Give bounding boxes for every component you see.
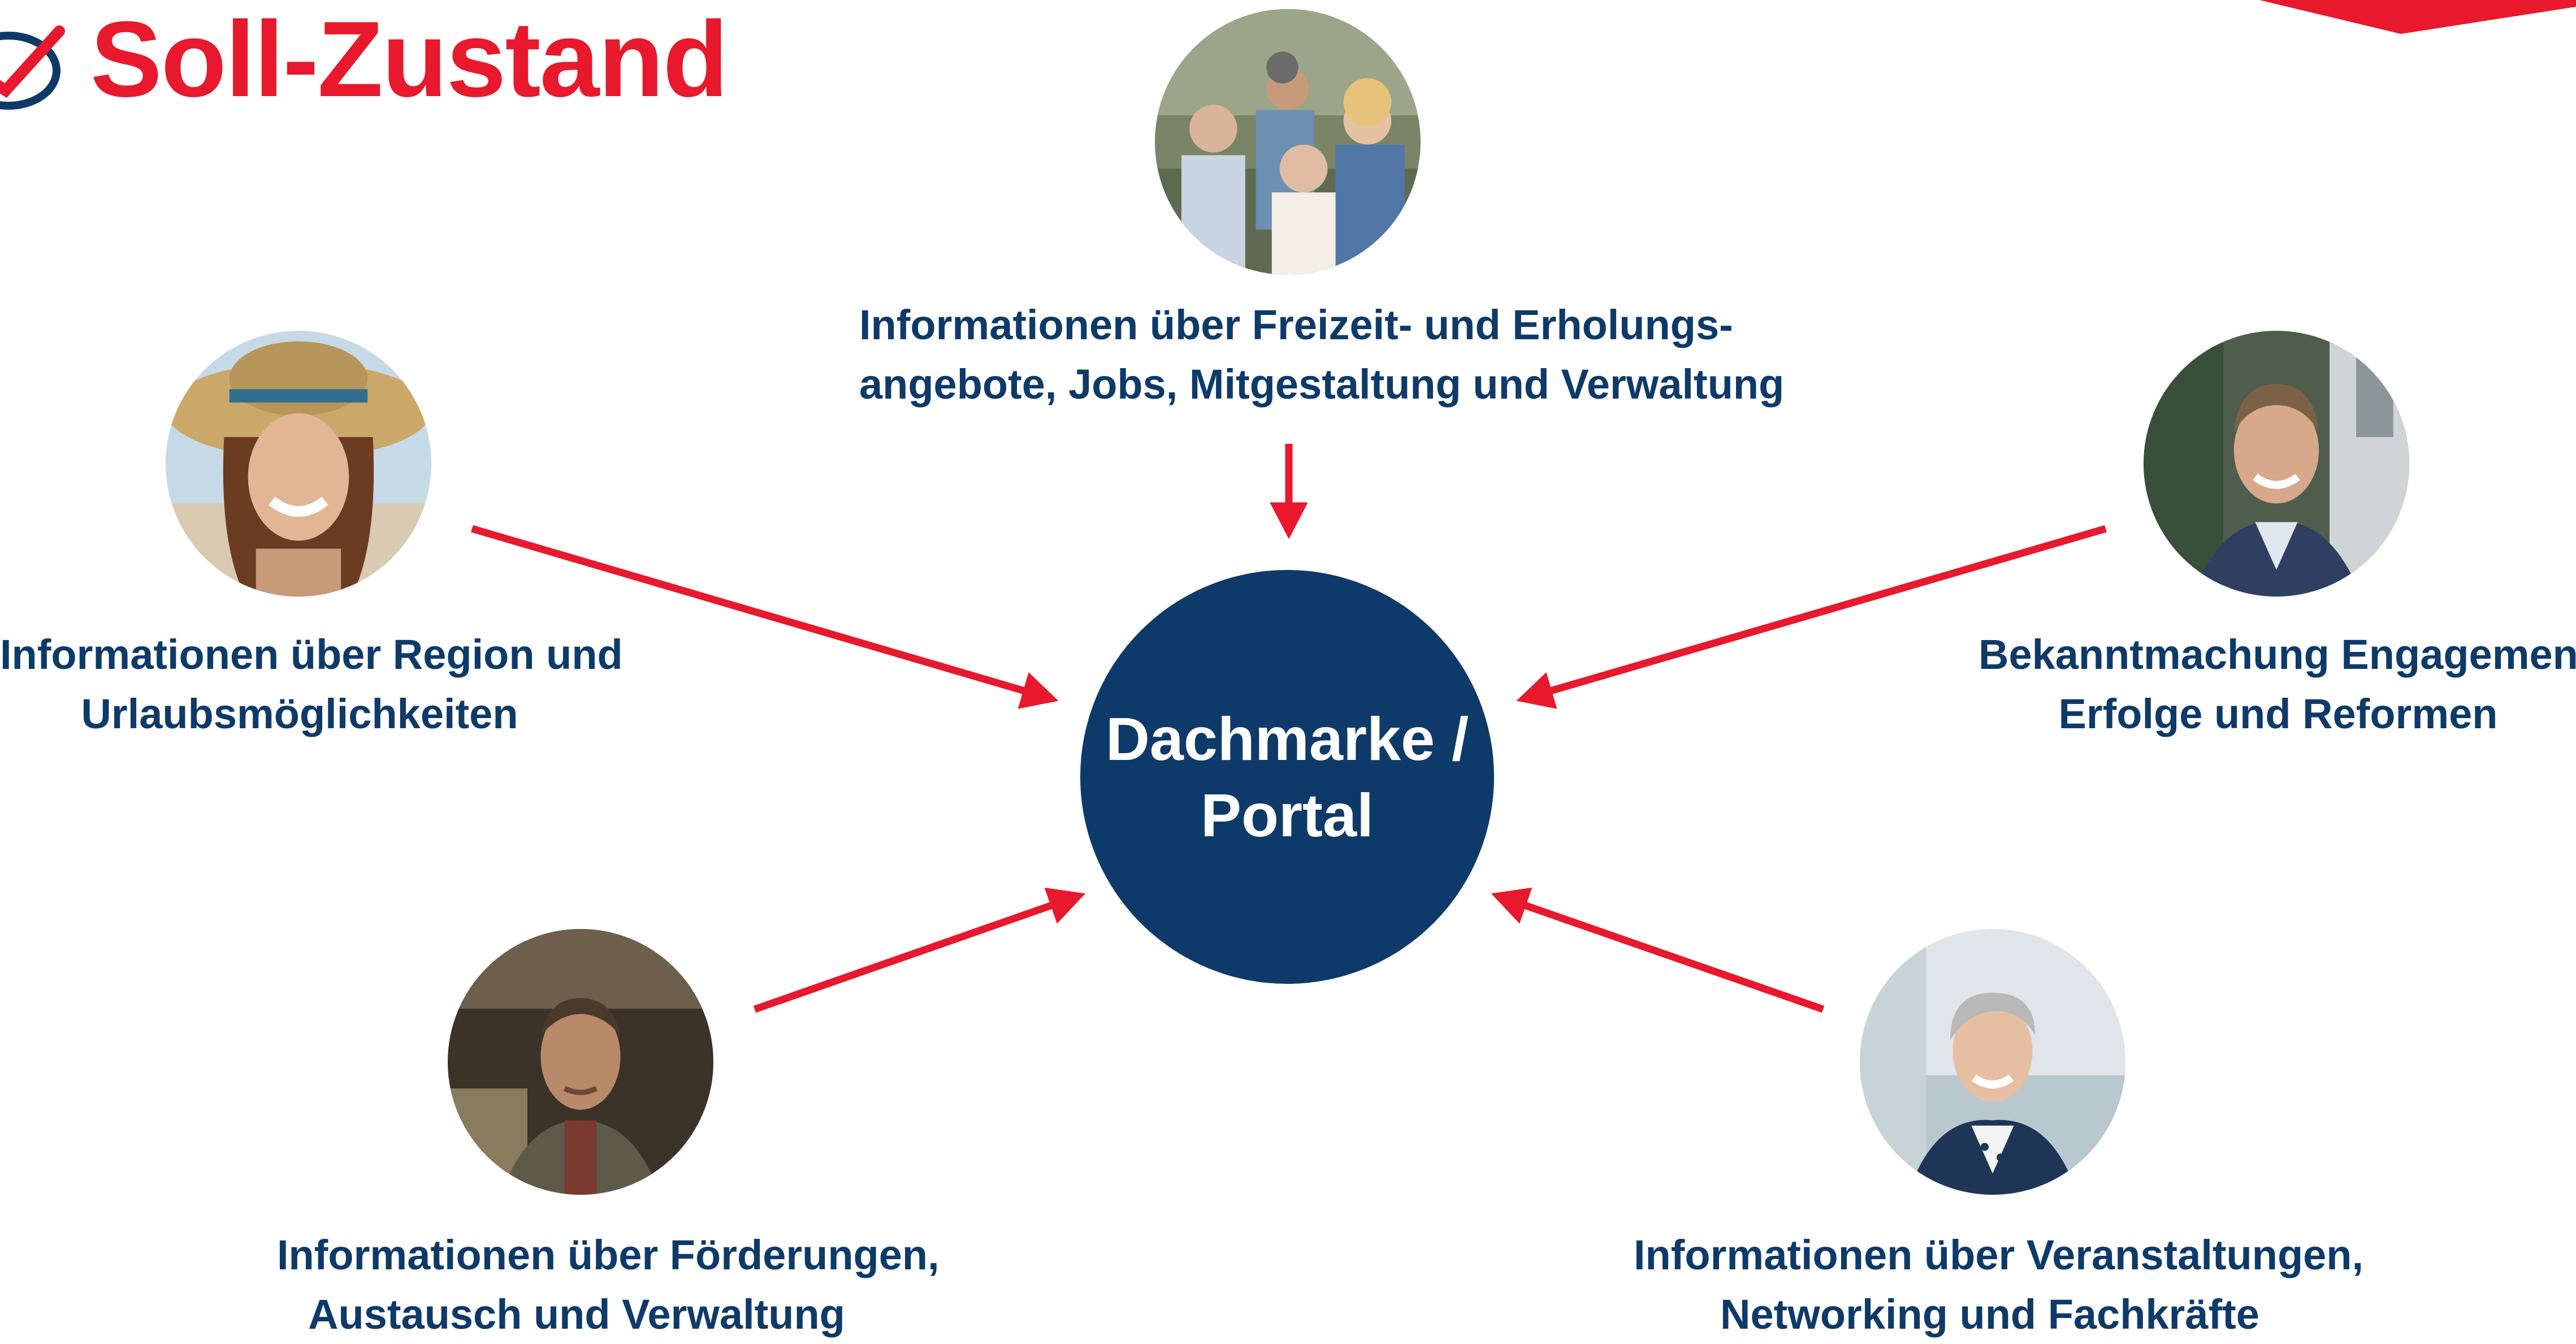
- woman-hat-photo: [166, 331, 431, 597]
- label-bottom-right-line1: Informationen über Veranstaltungen,: [1634, 1231, 2364, 1278]
- label-top-line2: angebote, Jobs, Mitgestaltung und Verwal…: [859, 361, 1785, 408]
- label-bottom-right-line2: Networking und Fachkräfte: [1720, 1291, 2259, 1338]
- logo-icon: [0, 17, 68, 116]
- label-left-line2: Urlaubsmöglichkeiten: [81, 690, 518, 738]
- label-top-line1: Informationen über Freizeit- und Erholun…: [859, 301, 1733, 348]
- label-bottom-right: Informationen über Veranstaltungen, Netw…: [1634, 1225, 2364, 1344]
- label-left-line1: Informationen über Region und: [0, 631, 623, 678]
- label-bottom-left-line2: Austausch und Verwaltung: [308, 1291, 845, 1338]
- label-bottom-left-line1: Informationen über Förderungen,: [277, 1231, 940, 1278]
- label-bottom-left: Informationen über Förderungen, Austausc…: [277, 1225, 940, 1344]
- workshop-man-photo: [448, 929, 713, 1195]
- arrow-bottom-left: [753, 887, 1086, 1013]
- hub-circle: Dachmarke / Portal: [1080, 570, 1494, 984]
- label-top: Informationen über Freizeit- und Erholun…: [859, 295, 1785, 414]
- label-right-line1: Bekanntmachung Engagement,: [1978, 631, 2576, 678]
- page-title: Soll-Zustand: [90, 0, 728, 119]
- arrow-right: [1516, 525, 2107, 709]
- arrow-bottom-right: [1491, 887, 1825, 1013]
- hub-title-line1: Dachmarke /: [1105, 705, 1469, 773]
- hub-title-line2: Portal: [1200, 781, 1374, 849]
- corner-decoration: [2259, 0, 2576, 42]
- arrow-left: [471, 525, 1059, 709]
- label-right: Bekanntmachung Engagement, Erfolge und R…: [1978, 625, 2576, 744]
- group-photo: [1155, 9, 1421, 275]
- label-left: Informationen über Region und Urlaubsmög…: [0, 625, 623, 744]
- label-right-line2: Erfolge und Reformen: [2058, 690, 2498, 738]
- businesswoman-photo: [1860, 929, 2125, 1195]
- businessman-photo: [2144, 331, 2409, 597]
